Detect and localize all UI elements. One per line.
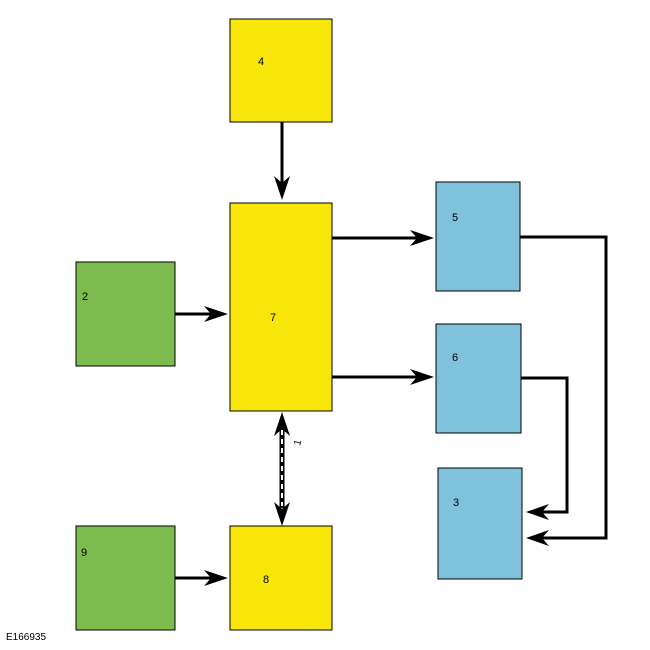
- box-8-label: 8: [263, 574, 269, 586]
- box-2-label: 2: [82, 291, 88, 303]
- box-7-label: 7: [270, 312, 276, 324]
- box-2: 2: [75, 261, 176, 367]
- box-9-label: 9: [81, 547, 87, 559]
- arrow-4-to-7: [274, 122, 290, 200]
- box-6-label: 6: [452, 352, 458, 364]
- box-2-rect: [75, 261, 176, 367]
- connection-label-1: 1: [292, 438, 304, 447]
- box-4-rect: [229, 18, 333, 123]
- box-7: 7: [229, 202, 333, 412]
- box-3-label: 3: [453, 497, 459, 509]
- arrow-7-to-5: [332, 230, 434, 246]
- box-5-label: 5: [452, 212, 458, 224]
- box-8: 8: [229, 525, 333, 631]
- box-3: 3: [437, 467, 523, 580]
- box-6: 6: [435, 323, 522, 434]
- arrow-5-to-3: [520, 235, 608, 546]
- link-7-8-bidirectional: [274, 412, 290, 526]
- arrow-9-to-8: [175, 570, 228, 586]
- box-6-rect: [435, 323, 522, 434]
- box-4-label: 4: [258, 56, 264, 68]
- box-9-rect: [75, 525, 176, 631]
- box-9: 9: [75, 525, 176, 631]
- arrow-7-to-6: [332, 369, 434, 385]
- box-4: 4: [229, 18, 333, 123]
- box-3-rect: [437, 467, 523, 580]
- box-7-rect: [229, 202, 333, 412]
- arrow-6-to-3: [521, 376, 569, 520]
- box-5: 5: [435, 181, 521, 292]
- box-8-rect: [229, 525, 333, 631]
- arrow-2-to-7: [175, 306, 228, 322]
- figure-id: E166935: [6, 632, 46, 643]
- box-5-rect: [435, 181, 521, 292]
